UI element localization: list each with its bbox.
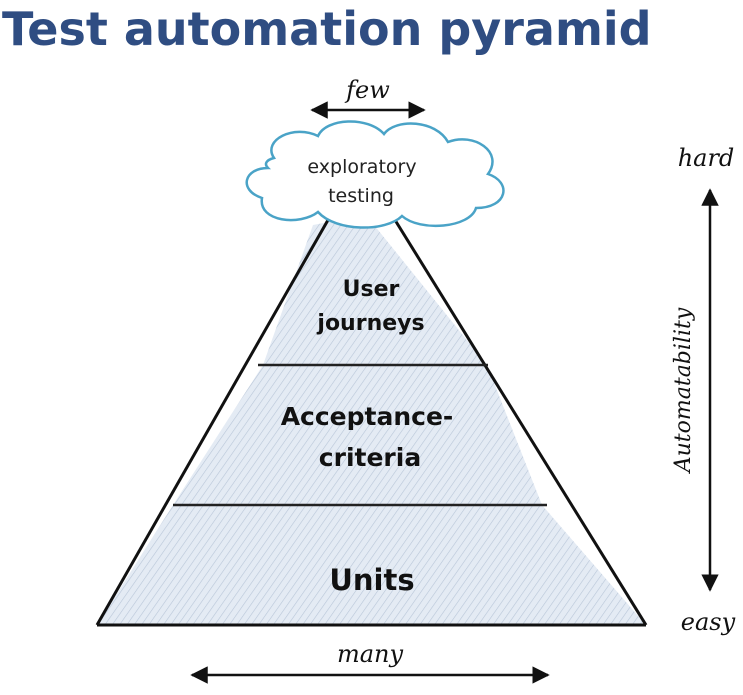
tier-bottom-shape <box>97 505 646 625</box>
tier-middle-line1: Acceptance- <box>281 402 454 431</box>
tier-middle-shape <box>173 365 542 505</box>
easy-label: easy <box>681 608 736 636</box>
tier-top-line2: journeys <box>316 311 424 336</box>
pyramid-right-edge <box>393 219 648 626</box>
few-label: few <box>344 76 390 104</box>
tier-top-shape <box>263 215 487 365</box>
automatability-label: Automatability <box>671 307 696 474</box>
hard-label: hard <box>678 144 735 172</box>
tier-bottom-line1: Units <box>329 563 414 597</box>
tier-top-line1: User <box>343 277 400 302</box>
exploratory-cloud <box>245 120 505 229</box>
cloud-line1: exploratory <box>307 156 416 178</box>
page-title: Test automation pyramid <box>2 2 652 56</box>
pyramid-left-edge <box>95 219 330 626</box>
tier-middle-line2: criteria <box>319 443 421 472</box>
many-label: many <box>337 640 404 668</box>
cloud-line2: testing <box>328 185 394 207</box>
